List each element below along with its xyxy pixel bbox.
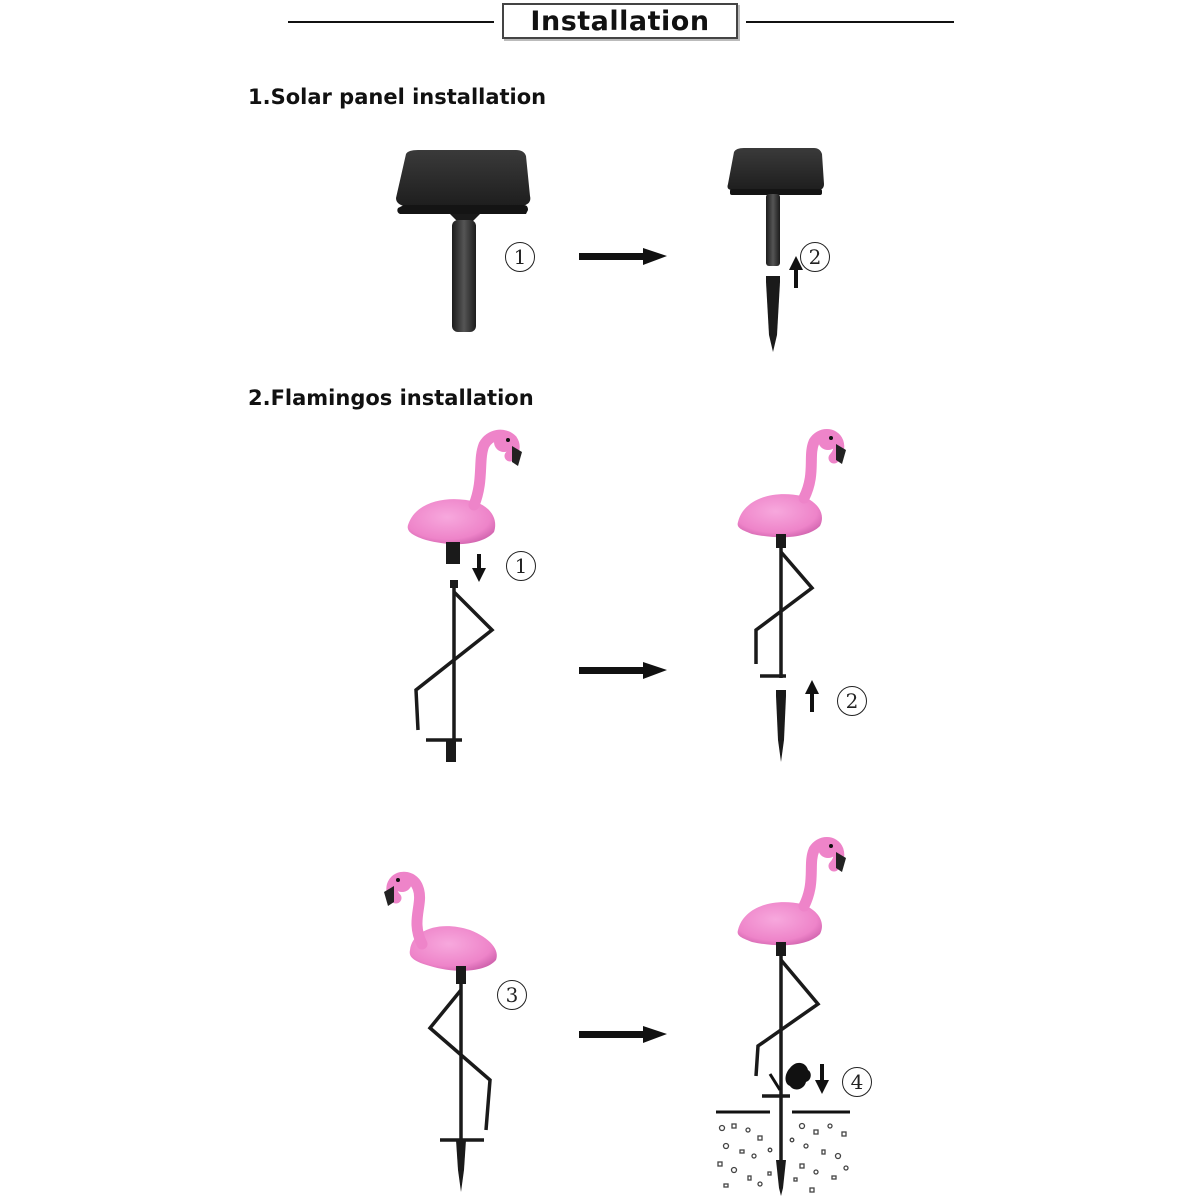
- arrow-down-icon: [472, 554, 486, 582]
- arrow-up-icon: [789, 256, 803, 288]
- ground-stake-icon: [776, 690, 786, 762]
- step-number: 1: [505, 242, 535, 272]
- flamingo-assembled-icon: [737, 429, 846, 678]
- arrow-up-icon: [805, 680, 819, 712]
- arrow-right-icon: [579, 662, 667, 679]
- step-number: 2: [800, 242, 830, 272]
- header-rule-left: [288, 21, 494, 23]
- arrow-right-icon: [579, 248, 667, 265]
- solar-panel-large-icon: [396, 150, 531, 332]
- flamingo-legs-icon: [414, 580, 495, 762]
- page-title: Installation: [530, 5, 710, 37]
- hand-push-icon: [768, 1062, 811, 1091]
- ground-icon: [716, 1110, 850, 1193]
- arrow-down-icon: [815, 1064, 829, 1094]
- step-number: 2: [837, 686, 867, 716]
- step-number: 3: [497, 980, 527, 1010]
- flamingo-in-ground-icon: [737, 837, 846, 1196]
- ground-stake-icon: [766, 276, 780, 352]
- section-title-solar: 1.Solar panel installation: [248, 85, 547, 109]
- flamingo-body-icon: [407, 429, 522, 564]
- flamingo-complete-icon: [384, 871, 497, 1192]
- header-rule-right: [746, 21, 954, 23]
- arrow-right-icon: [579, 1026, 667, 1043]
- section-title-flamingos: 2.Flamingos installation: [248, 386, 534, 410]
- step-number: 1: [506, 551, 536, 581]
- step-number: 4: [842, 1067, 872, 1097]
- title-box: Installation: [502, 3, 738, 39]
- solar-panel-small-icon: [727, 148, 824, 266]
